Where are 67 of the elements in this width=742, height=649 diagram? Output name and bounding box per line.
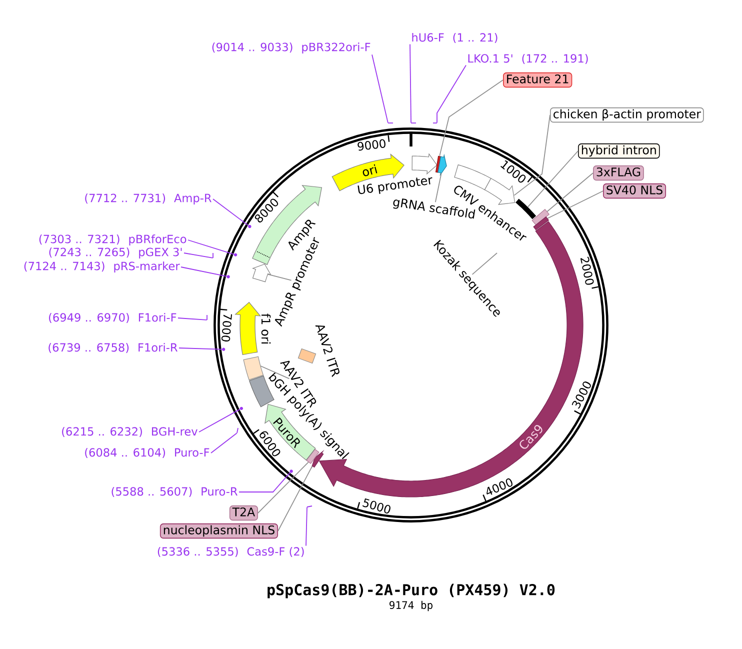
leader-line: [178, 318, 208, 320]
leader-line: [260, 366, 290, 380]
primer-label: (7712 .. 7731) Amp-R: [85, 194, 212, 204]
leader-line: [198, 408, 240, 432]
primer-site-mark: [226, 275, 230, 278]
feature-label: f1 ori: [261, 314, 271, 344]
tick-label: 7000: [221, 314, 232, 342]
primer-label: LKO.1 5' (172 .. 191): [468, 54, 588, 64]
primer-site-mark: [240, 406, 244, 410]
primer-label: (6084 .. 6104) Puro-F: [85, 448, 210, 458]
primer-site-mark: [234, 253, 238, 256]
primer-label: (5336 .. 5355) Cas9-F (2): [158, 546, 304, 558]
primer-label: (7124 .. 7143) pRS-marker: [24, 262, 180, 272]
leader-line: [306, 506, 308, 546]
leader-line: [212, 198, 249, 226]
leader-line: [528, 150, 578, 208]
label-box: hybrid intron: [578, 143, 660, 159]
leader-line: [184, 252, 214, 258]
leader-line: [434, 172, 442, 203]
tick-label: 9000: [358, 139, 386, 151]
primer-site-mark: [306, 506, 312, 508]
primer-site-mark: [212, 252, 214, 258]
primer-site-mark: [248, 224, 252, 228]
feature-block: [306, 448, 320, 464]
leader-line: [436, 64, 466, 124]
feature-segment: [438, 154, 447, 176]
leader-line: [278, 466, 313, 532]
leader-line: [547, 190, 604, 219]
primer-site-mark: [236, 428, 238, 434]
leader-line: [439, 80, 504, 156]
leader-line: [267, 274, 292, 281]
primer-label: hU6-F (1 .. 21): [412, 32, 498, 44]
primer-label: (9014 .. 9033) pBR322ori-F: [212, 42, 370, 54]
label-box: chicken β-actin promoter: [550, 107, 704, 123]
primer-label: (5588 .. 5607) Puro-R: [112, 486, 238, 498]
leader-line: [180, 266, 227, 277]
feature-block: [243, 356, 264, 380]
primer-site-mark: [410, 122, 416, 124]
leader-line: [258, 462, 309, 514]
primer-site-mark: [290, 470, 293, 473]
leader-line: [546, 172, 594, 212]
leader-line: [410, 44, 412, 124]
tick-label: 4000: [486, 478, 512, 495]
leader-line: [472, 252, 498, 275]
primer-site-mark: [432, 122, 438, 124]
leader-line: [178, 348, 222, 350]
primer-label: (7303 .. 7321) pBRforEco: [39, 234, 186, 246]
leader-line: [210, 432, 238, 454]
label-box: SV40 NLS: [603, 183, 666, 199]
primer-site-mark: [222, 348, 226, 351]
label-box: T2A: [229, 505, 258, 521]
label-box: 3xFLAG: [593, 165, 644, 181]
feature-segment: [252, 264, 272, 282]
label-box: Feature 21: [503, 72, 572, 88]
primer-label: (6739 .. 6758) F1ori-R: [48, 342, 178, 354]
leader-line: [514, 114, 550, 196]
label-box: nucleoplasmin NLS: [160, 523, 278, 539]
primer-label: (6949 .. 6970) F1ori-F: [49, 312, 176, 324]
leader-line: [238, 472, 291, 492]
primer-site-mark: [206, 314, 208, 320]
primer-label: (7243 .. 7265) pGEX 3': [49, 248, 182, 258]
primer-label: (6215 .. 6232) BGH-rev: [62, 426, 198, 438]
leader-line: [188, 240, 234, 255]
caption: 9174 bp: [390, 600, 432, 612]
leader-line: [372, 54, 388, 124]
title: pSpCas9(BB)-2A-Puro (PX459) V2.0: [268, 584, 555, 598]
primer-site-mark: [388, 122, 394, 124]
